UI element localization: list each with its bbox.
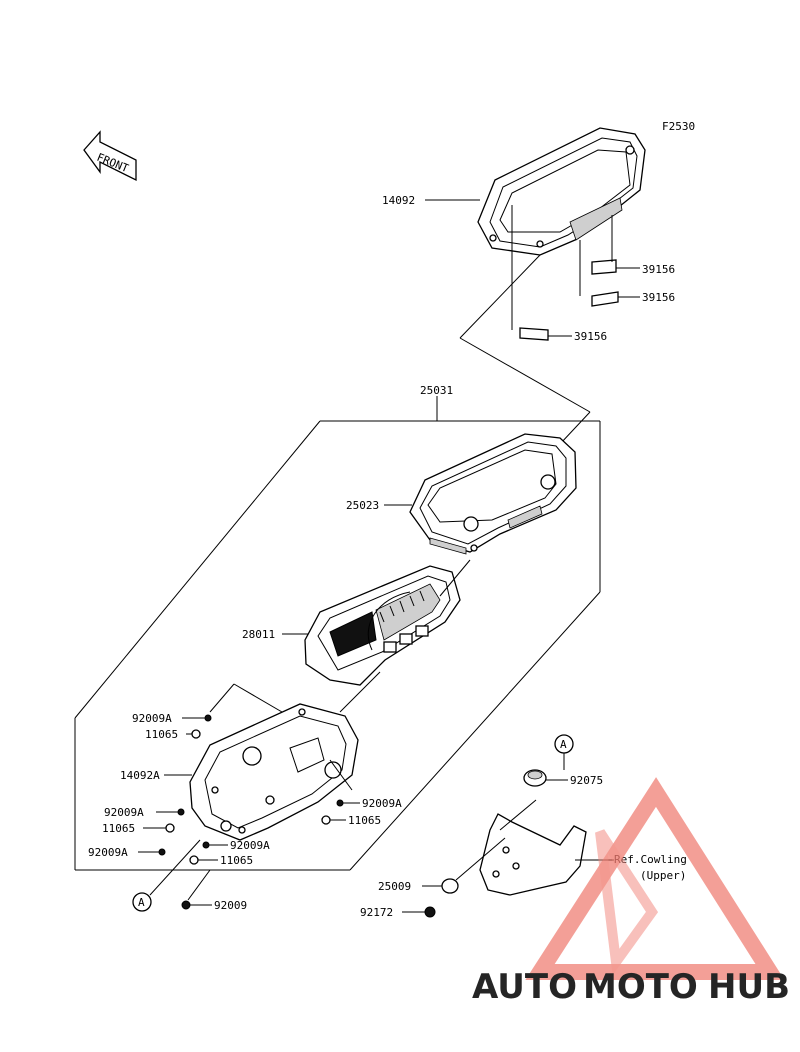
damper-25009[interactable] <box>441 878 459 894</box>
callout-28011: 28011 <box>242 628 275 641</box>
callout-11065-3: 11065 <box>348 814 381 827</box>
grommet-92075[interactable] <box>523 769 547 787</box>
meter-unit-28011[interactable] <box>304 565 461 686</box>
grommet-icon[interactable] <box>189 855 199 865</box>
meter-case-14092A[interactable] <box>189 703 359 841</box>
bracket-icon[interactable] <box>479 813 587 896</box>
screw-icon[interactable] <box>177 808 185 816</box>
leader-screw-top <box>209 683 235 713</box>
svg-text:A: A <box>560 738 567 751</box>
callout-14092A: 14092A <box>120 769 160 782</box>
callout-92172: 92172 <box>360 906 393 919</box>
label-39156-b[interactable] <box>591 291 619 307</box>
callout-11065-2: 11065 <box>102 822 135 835</box>
grommet-icon[interactable] <box>191 729 201 739</box>
callout-39156-b: 39156 <box>642 291 675 304</box>
assembly-bracket-25031 <box>74 396 601 871</box>
callout-92009A-2: 92009A <box>104 806 144 819</box>
meter-cover-14092[interactable] <box>477 127 646 256</box>
leader-case-meter <box>339 671 381 713</box>
ref-marker-upper: A <box>554 734 574 770</box>
leader-lines-top <box>425 199 640 461</box>
ref-note-line1: Ref.Cowling <box>614 853 687 866</box>
ref-note-line2: (Upper) <box>640 869 686 882</box>
callout-92009A-5: 92009A <box>230 839 270 852</box>
watermark-part3: HUB <box>708 967 790 1007</box>
callout-92009A-1: 92009A <box>132 712 172 725</box>
callout-39156-c: 39156 <box>574 330 607 343</box>
leader-case-top <box>233 683 283 713</box>
label-39156-a[interactable] <box>591 259 617 275</box>
callout-11065-4: 11065 <box>220 854 253 867</box>
label-39156-c[interactable] <box>519 327 549 341</box>
callout-25023: 25023 <box>346 499 379 512</box>
callout-25009: 25009 <box>378 880 411 893</box>
callout-92075: 92075 <box>570 774 603 787</box>
watermark-part1: AUTO <box>472 967 577 1007</box>
leader-92075-bracket <box>499 799 537 831</box>
watermark-part2: MOTO <box>583 967 698 1007</box>
grommet-icon[interactable] <box>321 815 331 825</box>
callout-92009A-4: 92009A <box>362 797 402 810</box>
ref-marker-lower: A <box>132 839 201 912</box>
screw-icon[interactable] <box>181 900 191 910</box>
callout-25031: 25031 <box>420 384 453 397</box>
meter-lens-25023[interactable] <box>409 433 577 555</box>
screw-icon[interactable] <box>202 841 210 849</box>
callout-39156-a: 39156 <box>642 263 675 276</box>
leader-right-boss <box>329 759 353 791</box>
screw-icon[interactable] <box>204 714 212 722</box>
screw-icon[interactable] <box>336 799 344 807</box>
leader-92009-up <box>187 869 211 901</box>
grommet-icon[interactable] <box>165 823 175 833</box>
callout-92009: 92009 <box>214 899 247 912</box>
svg-text:A: A <box>138 896 145 909</box>
watermark-logo: AUTO MOTO HUB <box>472 777 790 1007</box>
figure-code: F2530 <box>662 120 695 133</box>
callout-92009A-3: 92009A <box>88 846 128 859</box>
callout-14092: 14092 <box>382 194 415 207</box>
nut-92172[interactable] <box>424 906 436 918</box>
front-arrow-icon: FRONT <box>83 130 137 182</box>
leader-25009-bracket <box>455 837 506 881</box>
screw-icon[interactable] <box>158 848 166 856</box>
callout-11065-1: 11065 <box>145 728 178 741</box>
leader-lens-meter <box>439 559 471 597</box>
